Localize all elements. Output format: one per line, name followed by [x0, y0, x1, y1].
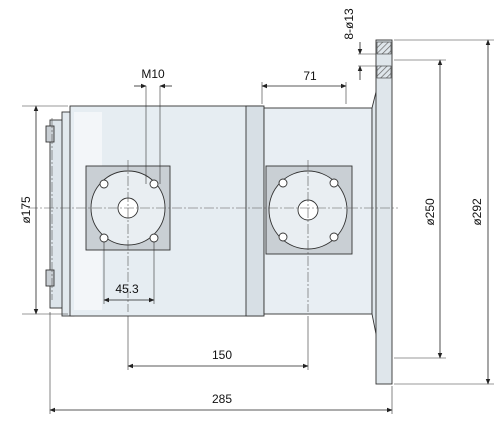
- dim-flange-holes: 8-ø13: [342, 8, 376, 80]
- port-plate-rear: [265, 165, 353, 255]
- dim-pump-diameter: ø175: [19, 105, 68, 315]
- tie-bolt-bottom: [45, 269, 55, 287]
- label-stage-spacing: 150: [212, 348, 232, 362]
- dim-71: 71: [261, 69, 347, 104]
- dim-port-spacing: 45.3: [103, 242, 155, 304]
- bolt-hole-icon: [278, 232, 288, 242]
- bolt-hole-icon: [99, 233, 109, 243]
- label-flange-diameter: ø292: [470, 198, 484, 226]
- flange-hole-section-bottom: [376, 65, 392, 79]
- tie-bolt-top: [45, 125, 55, 143]
- bolt-hole-icon: [329, 232, 339, 242]
- pump-body: [49, 39, 393, 385]
- centre-lines: [28, 118, 398, 312]
- bolt-hole-icon: [149, 179, 159, 189]
- label-flange-holes: 8-ø13: [342, 8, 356, 40]
- dim-thread: M10: [134, 67, 172, 184]
- label-port-spacing: 45.3: [115, 282, 139, 296]
- dim-flange-diameter: ø292: [394, 39, 494, 385]
- bolt-hole-icon: [99, 179, 109, 189]
- dim-bolt-circle: ø250: [394, 59, 446, 359]
- mounting-flange: [375, 39, 393, 385]
- bolt-hole-icon: [278, 178, 288, 188]
- label-pump-diameter: ø175: [19, 196, 33, 224]
- joint-ring: [245, 105, 265, 317]
- dim-overall-length: 285: [49, 312, 393, 414]
- bolt-hole-icon: [149, 233, 159, 243]
- tie-bolts: [45, 125, 55, 287]
- flange-hole-section-top: [376, 41, 392, 55]
- dim-stage-spacing: 150: [127, 316, 309, 370]
- label-bolt-circle: ø250: [423, 198, 437, 226]
- label-overall-length: 285: [212, 392, 232, 406]
- label-thread: M10: [141, 67, 165, 81]
- label-71: 71: [303, 69, 317, 83]
- bolt-hole-icon: [329, 178, 339, 188]
